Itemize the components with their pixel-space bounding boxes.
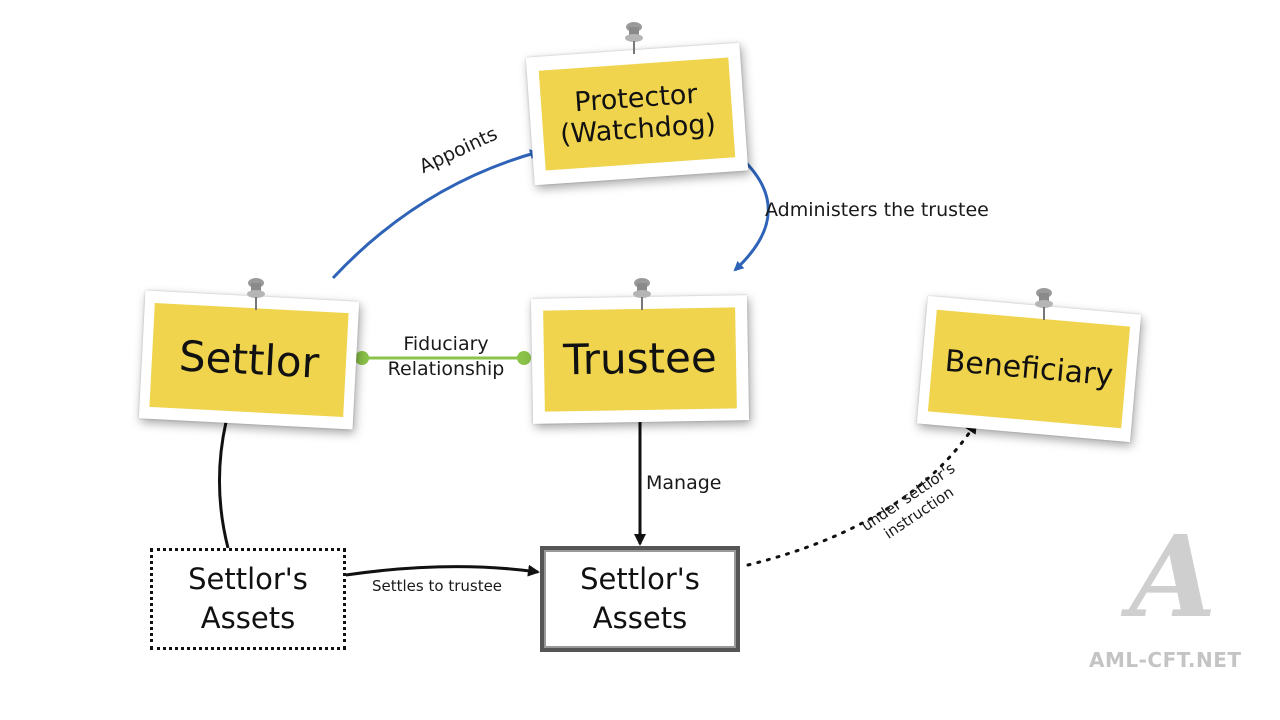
settlor-note: Settlor <box>149 302 349 418</box>
fiduciary-endpoint-right <box>517 351 531 365</box>
trustee-label: Trustee <box>562 333 718 385</box>
beneficiary-card: Beneficiary <box>916 295 1142 443</box>
trustee-note: Trustee <box>543 307 737 412</box>
settled-assets-label-line1: Settlor's <box>580 561 700 596</box>
settlor-assets-box: Settlor's Assets <box>150 548 346 650</box>
watermark-letter: A <box>1129 512 1217 643</box>
pushpin-icon <box>625 22 643 54</box>
administers-label: Administers the trustee <box>765 199 989 221</box>
fiduciary-label: Fiduciary Relationship <box>378 332 514 381</box>
protector-note: Protector (Watchdog) <box>538 57 736 171</box>
fiduciary-label-line1: Fiduciary <box>403 333 489 355</box>
settles-arrow <box>345 564 540 577</box>
watermark-logo: A <box>1118 518 1228 638</box>
settlor-label: Settlor <box>177 331 321 388</box>
beneficiary-label: Beneficiary <box>943 343 1115 394</box>
pushpin-icon <box>633 278 651 310</box>
settlor-assets-label-line1: Settlor's <box>188 561 308 596</box>
fiduciary-label-line2: Relationship <box>387 357 505 380</box>
instruction-arrow <box>746 421 978 567</box>
settlor-to-assets-line <box>218 421 230 549</box>
settled-assets-label-line2: Assets <box>592 601 688 635</box>
settles-label: Settles to trustee <box>372 577 503 595</box>
manage-label: Manage <box>646 472 722 494</box>
settlor-assets-label-line2: Assets <box>200 601 296 635</box>
protector-label: Protector (Watchdog) <box>559 78 717 151</box>
trustee-card: Trustee <box>530 295 750 424</box>
pushpin-icon <box>1035 288 1053 320</box>
beneficiary-note: Beneficiary <box>927 309 1131 429</box>
protector-card: Protector (Watchdog) <box>525 42 749 186</box>
watermark-text: AML-CFT.NET <box>1089 648 1242 672</box>
settled-assets-box: Settlor's Assets <box>540 546 740 652</box>
administers-arrow <box>733 153 770 272</box>
fiduciary-endpoint-left <box>355 351 369 365</box>
pushpin-icon <box>247 278 265 310</box>
appoints-arrow <box>331 149 540 280</box>
